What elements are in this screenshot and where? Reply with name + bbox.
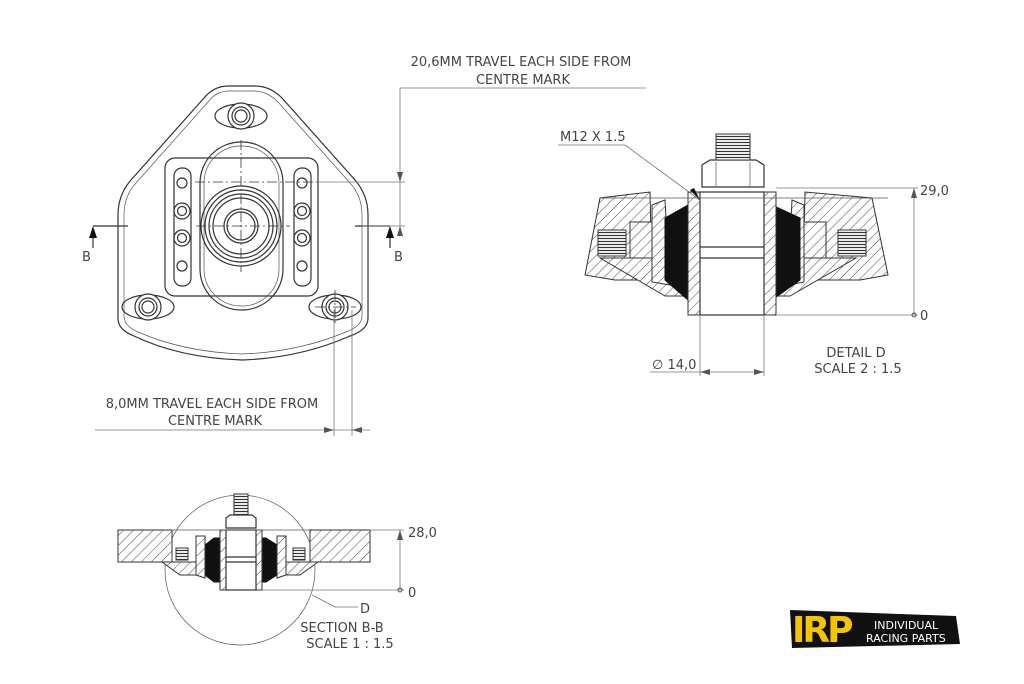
travel-long-line2: CENTRE MARK: [476, 73, 570, 88]
section-bb-view: 28,0 0 D SECTION B-B SCALE 1 : 1.5: [117, 493, 437, 652]
logo-line2: RACING PARTS: [866, 632, 946, 645]
section-height-dim: 28,0: [408, 526, 437, 541]
detail-height-dim: 29,0: [920, 184, 949, 199]
plate-outline: [117, 85, 369, 361]
section-arrow-left: B: [82, 225, 128, 265]
section-title: SECTION B-B: [300, 621, 383, 636]
logo-mark: IRP: [792, 610, 852, 650]
section-label-left: B: [82, 250, 91, 265]
detail-scale: SCALE 2 : 1.5: [814, 362, 901, 377]
mount-bolt-top: [214, 102, 268, 130]
section-label-right: B: [394, 250, 403, 265]
diameter-dim: ∅ 14,0: [652, 358, 696, 373]
travel-short-line2: CENTRE MARK: [168, 414, 262, 429]
slot-right: [293, 167, 312, 287]
mount-bolt-left: [121, 293, 175, 321]
detail-zero-dim: 0: [920, 309, 928, 324]
irp-logo: IRP INDIVIDUAL RACING PARTS: [790, 610, 960, 650]
slot-plate: [164, 157, 319, 297]
slot-left: [173, 167, 192, 287]
section-zero-dim: 0: [408, 586, 416, 601]
detail-d-view: M12 X 1.5 29,0 0 ∅ 14,0 DETAIL D SCALE 2…: [558, 130, 949, 377]
detail-ref-label: D: [360, 602, 370, 617]
travel-short-line1: 8,0MM TRAVEL EACH SIDE FROM: [106, 397, 319, 412]
thread-callout: M12 X 1.5: [560, 130, 626, 145]
logo-line1: INDIVIDUAL: [874, 619, 939, 632]
section-scale: SCALE 1 : 1.5: [306, 637, 393, 652]
threaded-stud: [715, 133, 751, 161]
detail-title: DETAIL D: [826, 346, 885, 361]
nut: [701, 159, 765, 188]
travel-long-line1: 20,6MM TRAVEL EACH SIDE FROM: [411, 55, 632, 70]
travel-dimension-short: 8,0MM TRAVEL EACH SIDE FROM CENTRE MARK: [95, 310, 370, 436]
top-view: B B 20,6MM TRAVEL EACH SIDE FROM CENTRE …: [82, 55, 646, 436]
travel-dimension-long: 20,6MM TRAVEL EACH SIDE FROM CENTRE MARK: [318, 55, 646, 236]
